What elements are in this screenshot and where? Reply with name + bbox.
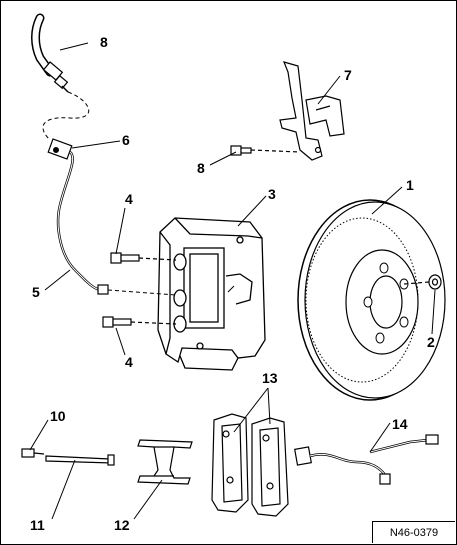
- callout-7: 7: [344, 67, 352, 83]
- holder-bracket: [279, 61, 345, 161]
- brake-line-guide: [107, 289, 177, 296]
- caliper-bolt-lower: [102, 316, 177, 328]
- wear-sensor: [294, 434, 439, 485]
- callout-10: 10: [50, 408, 66, 424]
- brake-line: [47, 138, 109, 295]
- callout-3: 3: [268, 186, 276, 202]
- bolt-8: [230, 145, 301, 156]
- callout-9: 8: [100, 34, 108, 50]
- leader-lines: [29, 42, 436, 520]
- brake-caliper: [157, 217, 266, 371]
- spreader-spring: [137, 439, 193, 485]
- callout-5: 5: [32, 284, 40, 300]
- locking-pin: [21, 448, 45, 458]
- retaining-pin: [45, 454, 115, 466]
- callout-8: 8: [197, 160, 205, 176]
- callout-12: 12: [114, 517, 130, 533]
- callout-11: 11: [30, 517, 45, 533]
- brake-hose: [31, 13, 90, 141]
- callout-1: 1: [406, 177, 414, 193]
- disc-screw: [403, 274, 442, 290]
- callout-2: 2: [427, 334, 435, 350]
- callout-14: 14: [392, 416, 408, 432]
- callout-4-lower: 4: [125, 354, 133, 370]
- callout-4-upper: 4: [125, 191, 133, 207]
- brake-pad-right: [251, 417, 289, 517]
- callout-6: 6: [122, 132, 130, 148]
- callout-13: 13: [262, 370, 278, 386]
- brake-pad-left: [211, 413, 249, 513]
- reference-code: N46-0379: [372, 521, 455, 543]
- brake-disc: [297, 199, 446, 401]
